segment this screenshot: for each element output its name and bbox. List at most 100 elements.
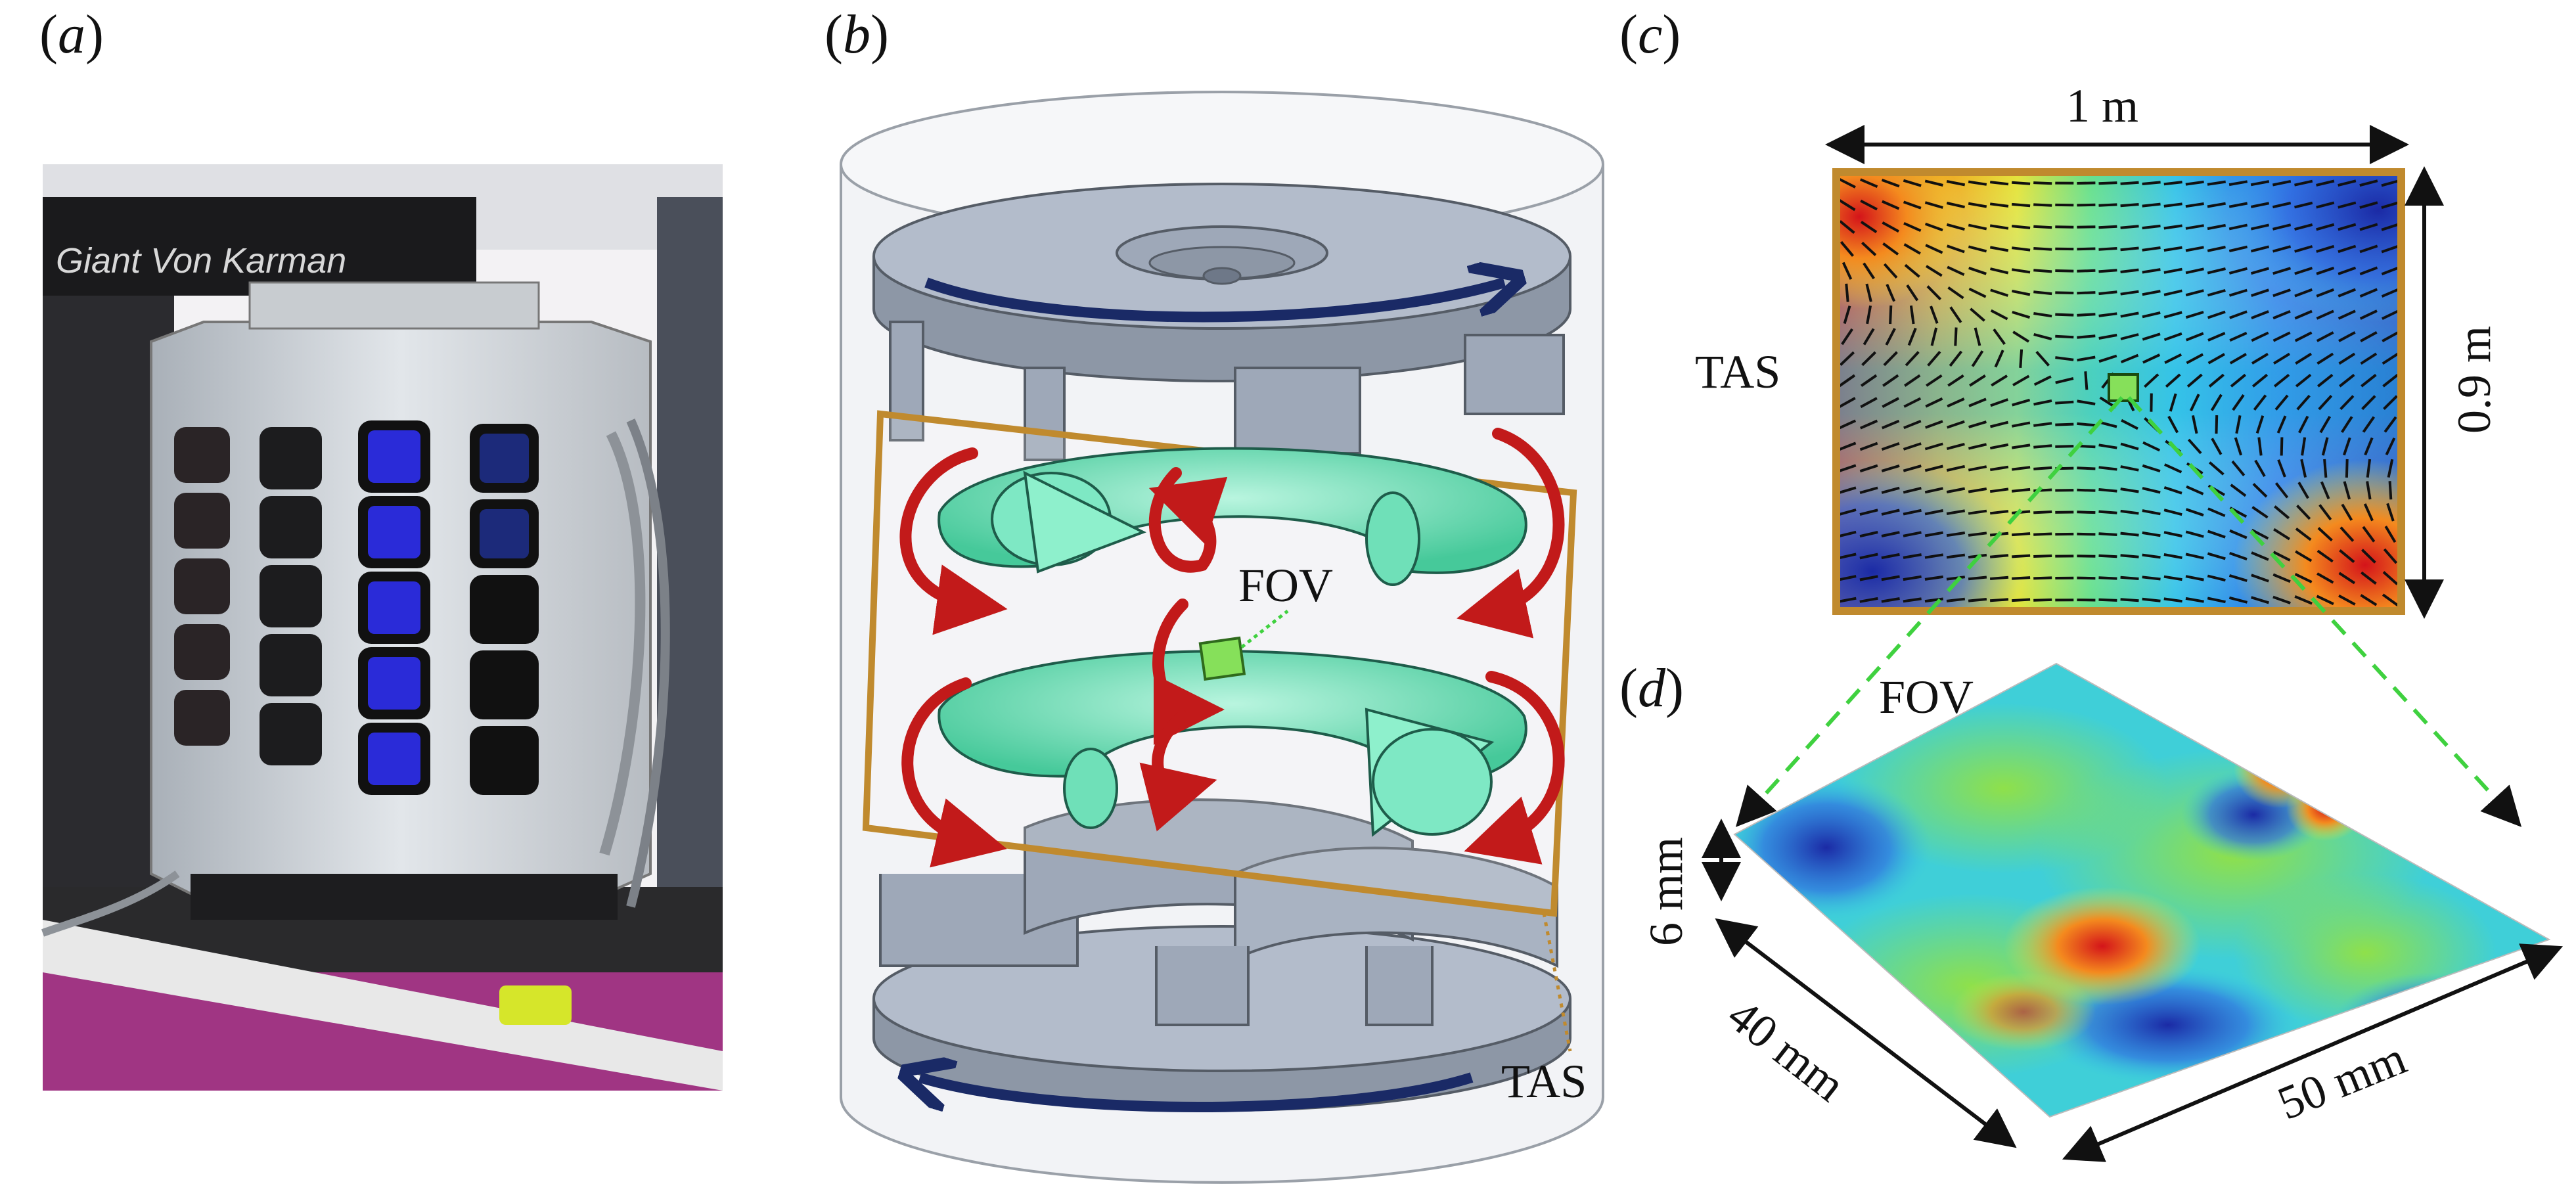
quiver-arrow [2384,526,2397,543]
quiver-arrow [2359,266,2378,276]
quiver-arrow [2207,507,2226,518]
quiver-arrow [2163,311,2182,319]
quiver-arrow [1924,575,1943,581]
quiver-arrow [2189,394,2200,412]
quiver-arrow [2207,267,2226,275]
panel-d-label: (d) [1619,658,1684,719]
quiver-arrow [2012,576,2031,580]
quiver-arrow [2251,506,2269,519]
quiver-arrow [2294,573,2313,583]
fov-box-c [2108,373,2139,402]
quiver-arrow [1968,509,1987,515]
quiver-arrow [1989,554,2009,558]
quiver-arrow [2191,415,2198,434]
quiver-arrow [1906,284,1919,302]
quiver-arrow [2229,353,2248,365]
quiver-arrow [2012,225,2031,229]
quiver-arrow [2341,503,2353,521]
quiver-arrow [2033,375,2052,386]
quiver-arrow [2012,311,2031,319]
quiver-arrow [2338,179,2357,187]
quiver-arrow [2165,373,2181,388]
quiver-arrow [2317,527,2333,542]
quiver-arrow [1840,240,1855,257]
quiver-arrow [2120,554,2139,558]
quiver-arrow [2142,509,2161,516]
quiver-arrow [2033,444,2052,449]
quiver-arrow [2120,442,2139,451]
quiver-arrow [2185,224,2204,230]
panel-c-label: (c) [1619,4,1681,65]
quiver-arrow [1930,305,1939,324]
quiver-arrow [1971,350,1984,367]
quiver-arrow [1968,487,1987,493]
quiver-arrow [2294,179,2313,187]
quiver-arrow [2142,311,2161,319]
quiver-arrow [2385,437,2396,456]
quiver-arrow [1946,487,1966,493]
quiver-arrow [2338,352,2356,365]
quiver-arrow [2098,354,2117,363]
quiver-arrow [2185,180,2204,186]
quiver-arrow [1924,487,1943,494]
quiver-arrow [2339,374,2355,388]
quiver-arrow [2272,573,2291,583]
quiver-arrow [2294,288,2313,298]
quiver-arrow [2251,596,2269,604]
quiver-arrow [2272,202,2292,209]
quiver-arrow [1859,597,1878,603]
quiver-arrow [1903,531,1922,537]
quiver-arrow [1947,244,1965,254]
quiver-arrow [2186,485,2204,495]
quiver-arrow [1838,597,1857,603]
quiver-arrow [2142,181,2161,185]
quiver-arrow [2338,201,2357,209]
quiver-arrow [2316,595,2334,606]
quiver-arrow [1863,262,1875,280]
quiver-arrow [2251,310,2269,320]
fov-label-b: FOV [1238,559,1333,612]
quiver-arrow [2098,443,2117,449]
quiver-arrow [2142,290,2161,296]
quiver-arrow [2294,595,2313,605]
quiver-arrow [1882,221,1899,233]
quiver-arrow [2163,575,2182,581]
quiver-arrow [2228,596,2248,604]
quiver-arrow [2295,373,2312,388]
quiver-arrow [2144,373,2159,388]
quiver-arrow [1926,285,1942,301]
quiver-arrow [2251,528,2269,540]
quiver-arrow [2033,247,2052,251]
quiver-arrow [1903,243,1921,255]
quiver-arrow [2163,553,2182,559]
quiver-arrow [1946,532,1966,537]
quiver-arrow [2163,509,2182,516]
quiver-arrow [1924,179,1943,187]
quiver-arrow [2012,554,2031,558]
quiver-arrow [2253,394,2267,411]
top-rotation-arrow [924,283,1504,323]
quiver-arrow [2120,311,2139,318]
quiver-arrow [1946,223,1965,231]
quiver-arrow [2098,334,2117,340]
quiver-arrow [2098,510,2117,514]
depth-label: 6 mm [1640,837,1692,946]
fov-leader-b [1240,610,1289,648]
quiver-arrow [2229,331,2248,342]
quiver-arrow [2251,551,2269,561]
quiver-arrow [2012,398,2031,407]
quiver-arrow [2251,373,2269,388]
quiver-arrow [2012,246,2031,252]
quiver-arrow [2316,244,2335,253]
quiver-arrow [1838,177,1856,189]
quiver-arrow [1881,509,1900,516]
quiver-arrow [2250,245,2270,253]
quiver-arrow [2296,505,2311,520]
quiver-arrow [2164,463,2182,474]
quiver-arrow [2142,487,2161,494]
tas-label-b: TAS [1501,1055,1587,1108]
quiver-arrow [2120,353,2139,364]
quiver-arrow [1968,202,1987,208]
quiver-arrow [1863,328,1875,346]
quiver-arrow [1838,464,1857,473]
